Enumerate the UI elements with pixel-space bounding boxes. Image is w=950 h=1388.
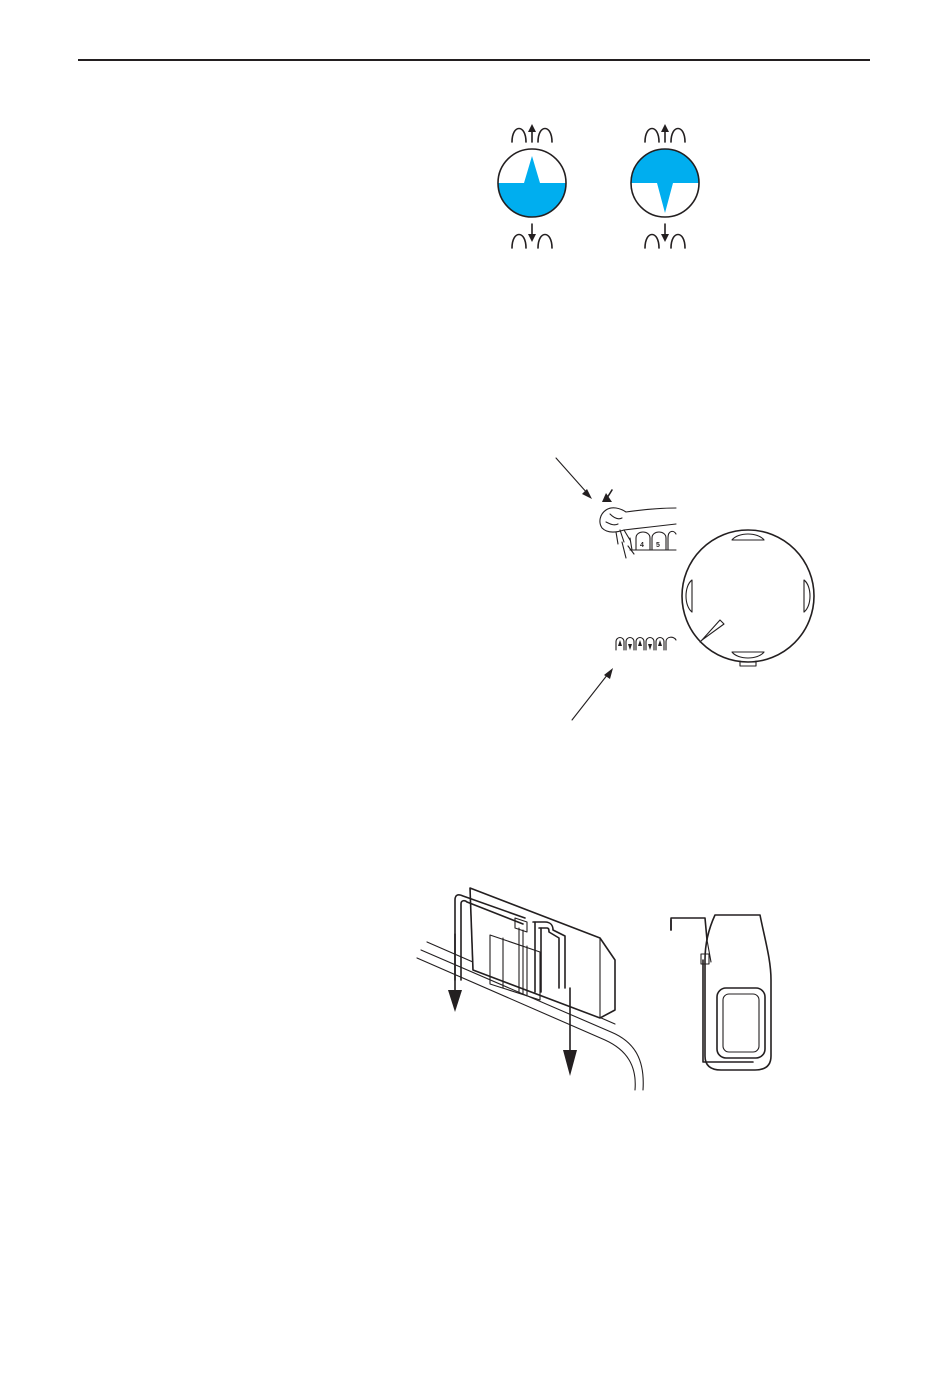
callout-arrow-top-icon <box>556 458 592 499</box>
left-dial-top-wave-icon <box>512 124 552 142</box>
arrow-key-row-icon <box>616 637 676 650</box>
device-housing-icon <box>470 888 615 1018</box>
right-dial-icon <box>620 138 710 217</box>
round-control-dial-icon <box>682 530 814 666</box>
key-label-5: 5 <box>656 542 660 549</box>
callout-arrow-bottom-icon <box>572 668 613 720</box>
left-dial-bottom-wave-icon <box>512 224 552 248</box>
mounting-bracket-figure <box>415 880 795 1095</box>
key-label-4: 4 <box>640 542 644 549</box>
key-row-icon <box>630 531 676 550</box>
left-dial-icon <box>490 149 574 228</box>
hand-pressing-key-icon <box>600 490 676 558</box>
side-view-device-icon <box>671 915 771 1070</box>
header-rule <box>78 59 870 61</box>
right-dial-top-wave-icon <box>645 124 685 142</box>
keypad-and-dial-figure: 4 5 <box>540 450 840 740</box>
dial-indicators-figure <box>490 118 710 258</box>
right-dial-bottom-wave-icon <box>645 224 685 248</box>
